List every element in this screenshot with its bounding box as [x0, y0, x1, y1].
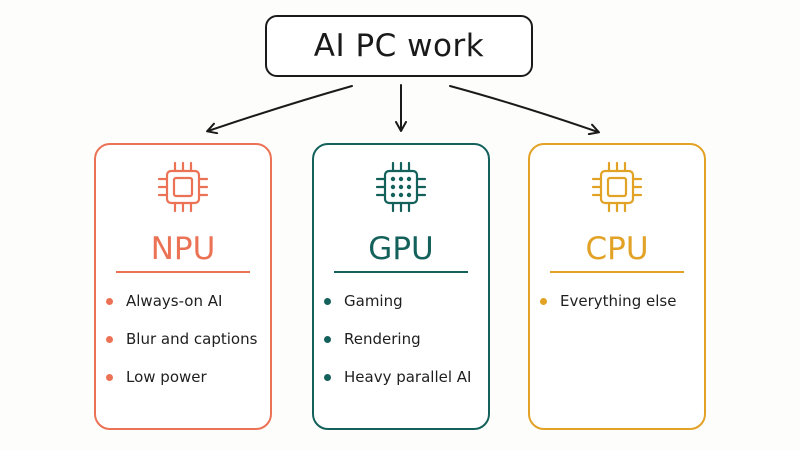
bullet-dot	[324, 298, 331, 305]
card-title-cpu: CPU	[585, 231, 649, 267]
gpu-list: Gaming Rendering Heavy parallel AI	[324, 290, 471, 404]
bullet-dot	[106, 336, 113, 343]
list-item: Blur and captions	[106, 328, 257, 366]
list-item: Gaming	[324, 290, 471, 328]
list-item: Heavy parallel AI	[324, 366, 471, 404]
list-item: Low power	[106, 366, 257, 404]
bullet-dot	[540, 298, 547, 305]
arrow-to-npu	[206, 85, 353, 135]
list-item-label: Blur and captions	[126, 330, 258, 348]
bullet-dot	[106, 298, 113, 305]
bullet-dot	[324, 336, 331, 343]
chip-grid-icon	[375, 161, 427, 213]
list-item-label: Rendering	[344, 330, 421, 348]
cpu-list: Everything else	[540, 290, 676, 328]
card-gpu: GPU Gaming Rendering Heavy parallel AI	[312, 143, 490, 430]
list-item-label: Heavy parallel AI	[344, 368, 472, 386]
list-item: Everything else	[540, 290, 676, 328]
bullet-dot	[106, 374, 113, 381]
chip-icon	[157, 161, 209, 213]
divider	[116, 271, 250, 273]
arrow-to-cpu	[449, 85, 600, 136]
list-item: Always-on AI	[106, 290, 257, 328]
list-item: Rendering	[324, 328, 471, 366]
card-cpu: CPU Everything else	[528, 143, 706, 430]
divider	[334, 271, 468, 273]
card-title-npu: NPU	[150, 231, 216, 267]
bullet-dot	[324, 374, 331, 381]
chip-icon	[591, 161, 643, 213]
npu-list: Always-on AI Blur and captions Low power	[106, 290, 257, 404]
list-item-label: Gaming	[344, 292, 403, 310]
divider	[550, 271, 684, 273]
list-item-label: Always-on AI	[126, 292, 223, 310]
card-npu: NPU Always-on AI Blur and captions Low p…	[94, 143, 272, 430]
root-node: AI PC work	[265, 15, 533, 77]
diagram-title: AI PC work	[313, 28, 485, 64]
card-title-gpu: GPU	[368, 231, 434, 267]
list-item-label: Low power	[126, 368, 207, 386]
list-item-label: Everything else	[560, 292, 677, 310]
